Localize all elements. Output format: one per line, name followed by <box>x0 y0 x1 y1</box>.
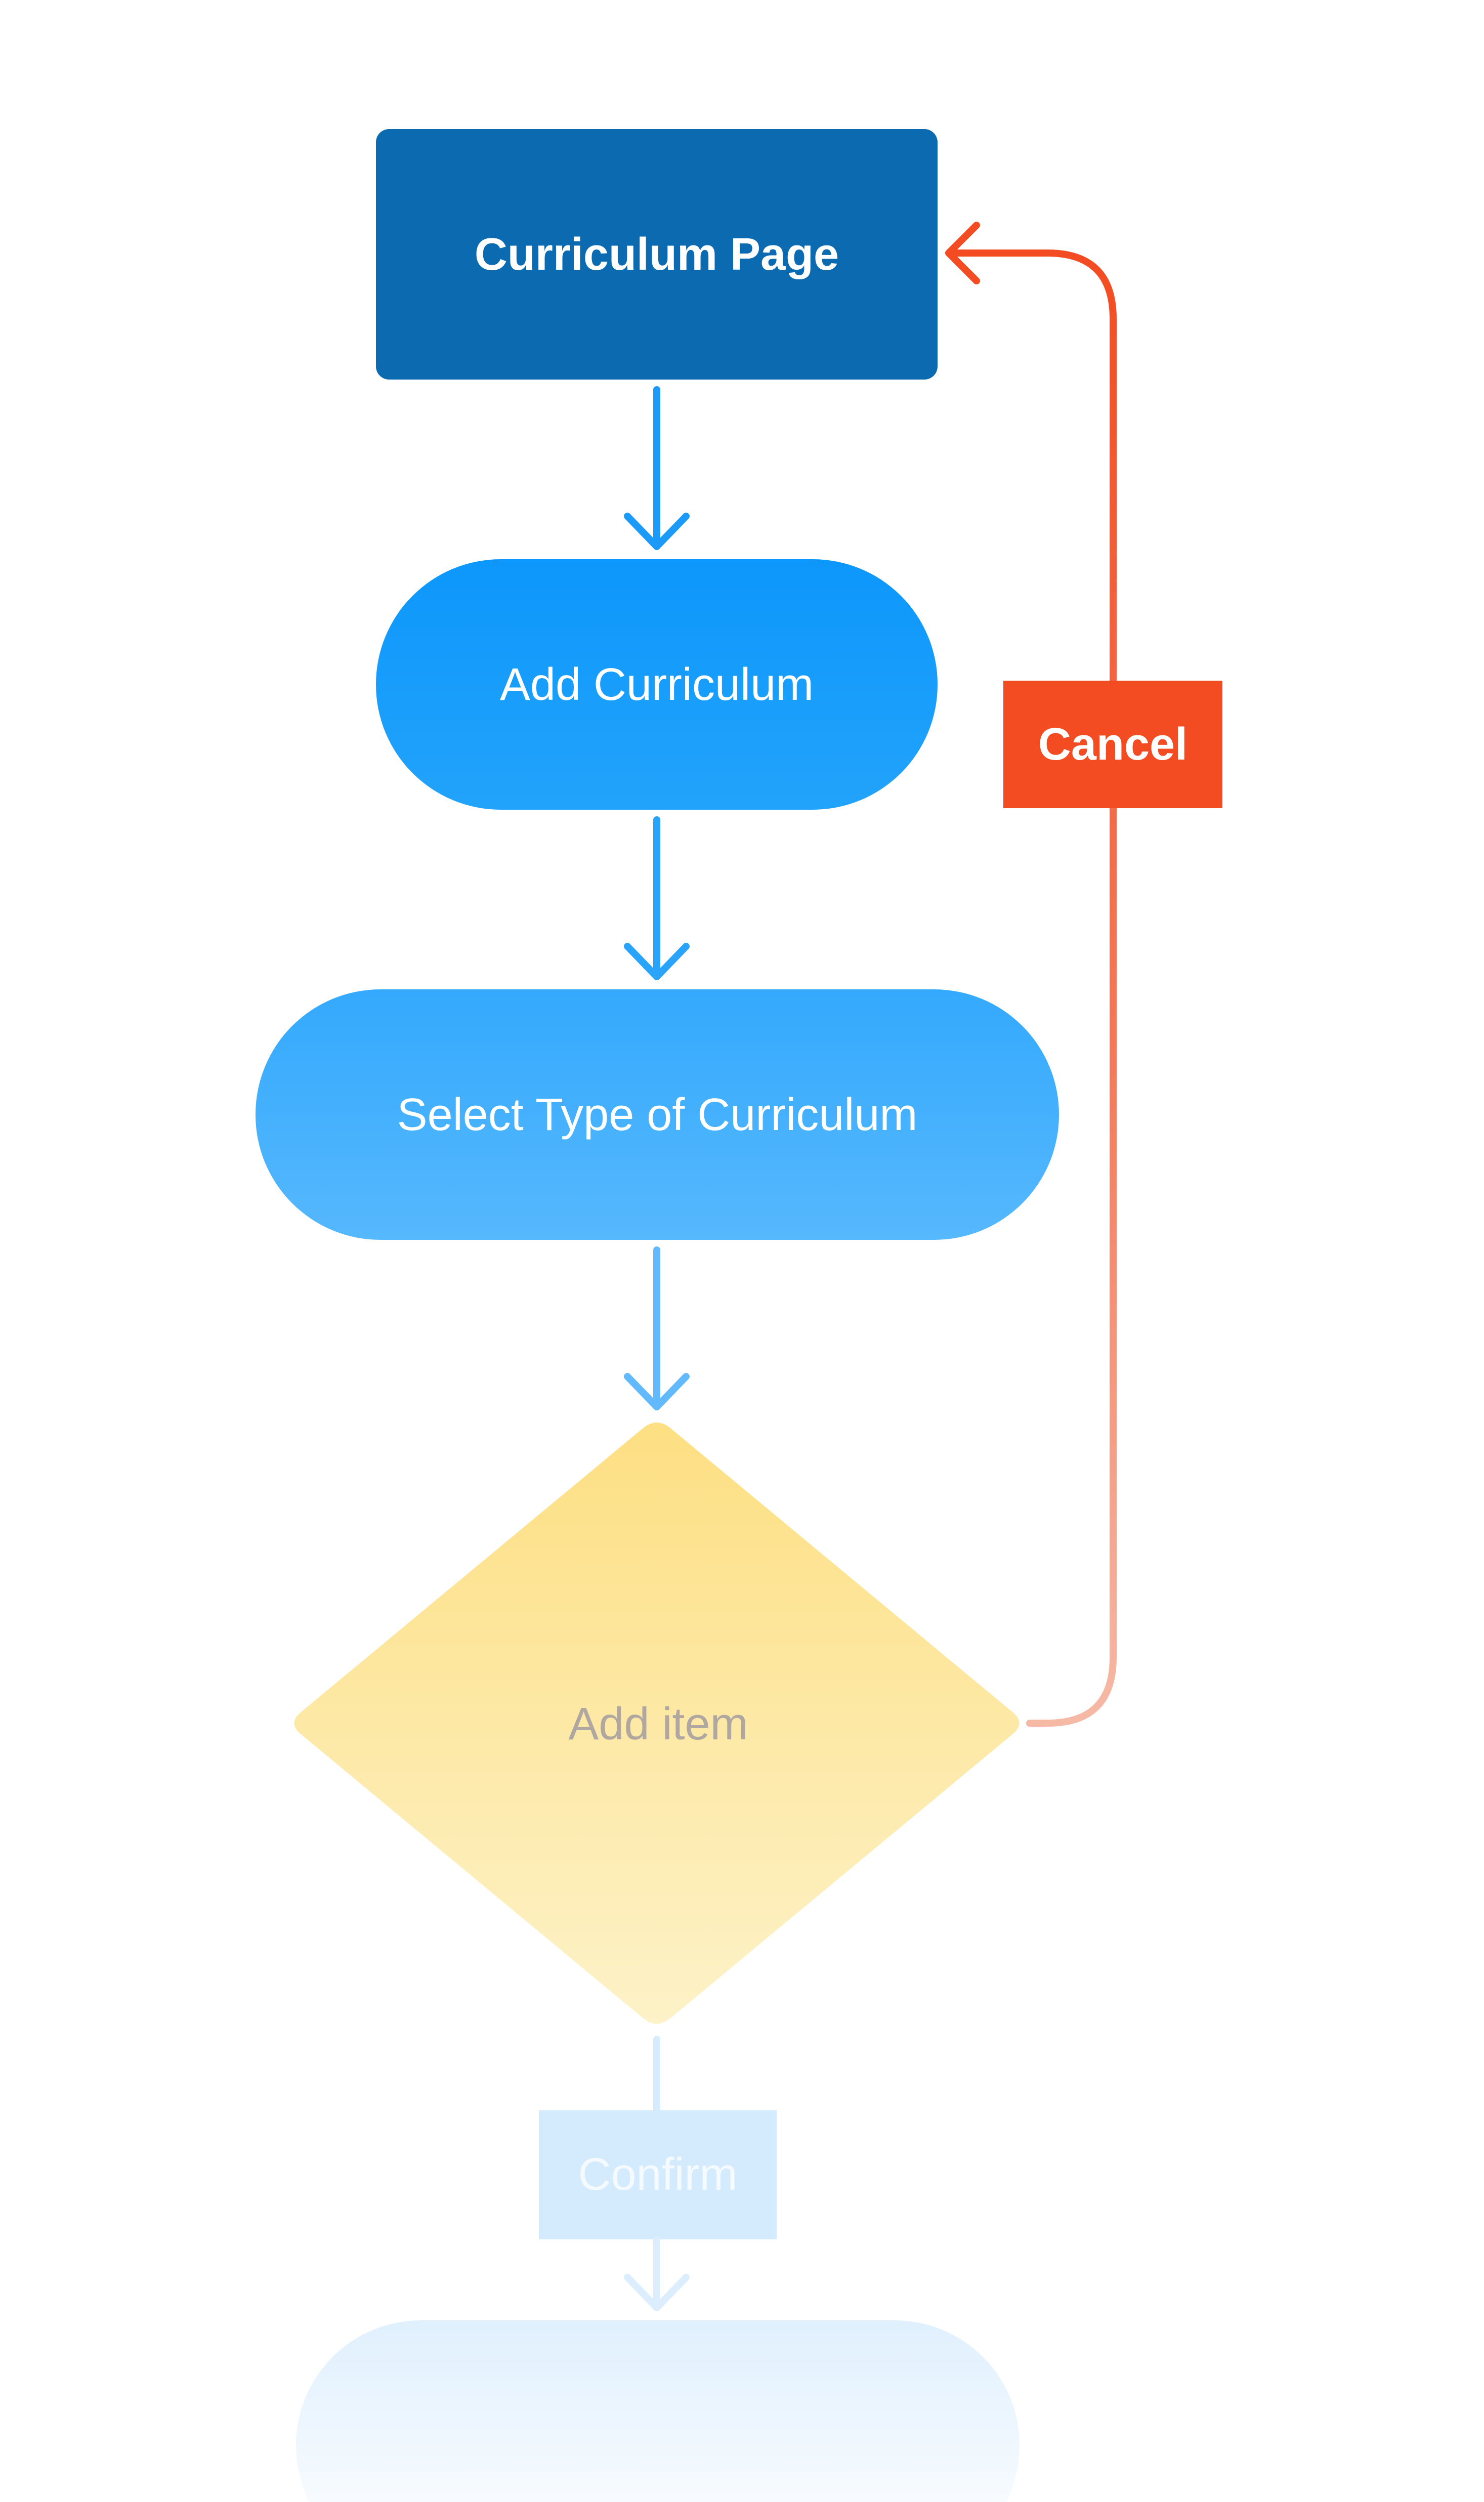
node-curriculum-page-label: Curriculum Page <box>475 229 839 280</box>
confirm-label: Confirm <box>539 2110 777 2239</box>
arrow-add-to-select <box>624 816 690 980</box>
node-add-curriculum-label: Add Curriculum <box>500 659 814 710</box>
node-select-type: Select Type of Curriculum <box>256 989 1059 1240</box>
node-add-item-decision: Add item <box>294 1423 1020 2024</box>
node-next-faded <box>296 2320 1020 2502</box>
cancel-label-text: Cancel <box>1038 719 1188 770</box>
node-curriculum-page: Curriculum Page <box>376 129 938 380</box>
arrow-page-to-add <box>624 386 690 550</box>
node-add-item-label: Add item <box>568 1699 748 1749</box>
cancel-arrowhead <box>945 222 980 284</box>
confirm-label-text: Confirm <box>578 2149 737 2200</box>
arrow-confirm-to-next <box>624 2236 690 2311</box>
node-add-curriculum: Add Curriculum <box>376 559 938 810</box>
cancel-loop-connector <box>945 222 1117 1727</box>
arrow-select-to-add-item <box>624 1246 690 1410</box>
cancel-label: Cancel <box>1003 681 1222 808</box>
node-select-type-label: Select Type of Curriculum <box>397 1090 918 1140</box>
